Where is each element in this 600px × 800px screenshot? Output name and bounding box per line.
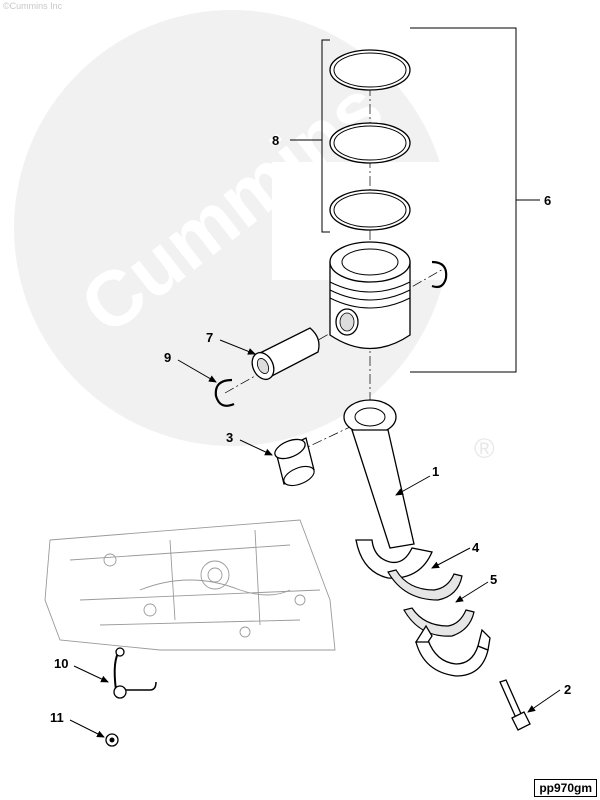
connecting-rod [343, 399, 433, 579]
piston-pin [251, 327, 320, 381]
callout-1: 1 [432, 464, 439, 479]
callout-9: 9 [164, 350, 171, 365]
engine-block-sketch [44, 519, 336, 651]
leader-1 [395, 475, 431, 496]
callout-2: 2 [564, 682, 571, 697]
callout-7: 7 [206, 330, 213, 345]
retaining-ring-left [214, 378, 235, 407]
piston [329, 241, 411, 350]
leader-10 [73, 665, 109, 683]
cummins-watermark-logo: Cummins ® [14, 10, 592, 464]
leader-7 [219, 339, 256, 355]
leader-3 [239, 439, 273, 456]
callout-5: 5 [490, 572, 497, 587]
callout-4: 4 [472, 540, 480, 555]
leader-5 [455, 581, 489, 603]
lower-bearing-shell [403, 607, 475, 637]
connecting-rod-bushing [274, 437, 315, 487]
callout-11: 11 [50, 710, 64, 725]
leader-11 [69, 719, 105, 738]
piston-cooling-nozzle [113, 647, 157, 699]
leader-9 [177, 359, 217, 383]
piston-rings [329, 49, 411, 231]
rod-capscrew [499, 679, 531, 731]
retaining-ring-right [431, 260, 448, 289]
callout-8: 8 [272, 133, 279, 148]
nozzle-capscrew [105, 733, 119, 747]
registered-mark: ® [474, 433, 495, 464]
figure-id-label: pp970gm [534, 779, 597, 797]
leader-2 [527, 689, 561, 713]
upper-bearing-shell [387, 569, 463, 601]
callout-6: 6 [544, 193, 551, 208]
bracket-item-8 [321, 39, 330, 233]
connecting-rod-cap [414, 624, 491, 677]
copyright-notice: ©Cummins Inc [3, 1, 63, 11]
leader-4 [431, 547, 471, 569]
callout-10: 10 [54, 656, 68, 671]
callout-3: 3 [226, 430, 233, 445]
